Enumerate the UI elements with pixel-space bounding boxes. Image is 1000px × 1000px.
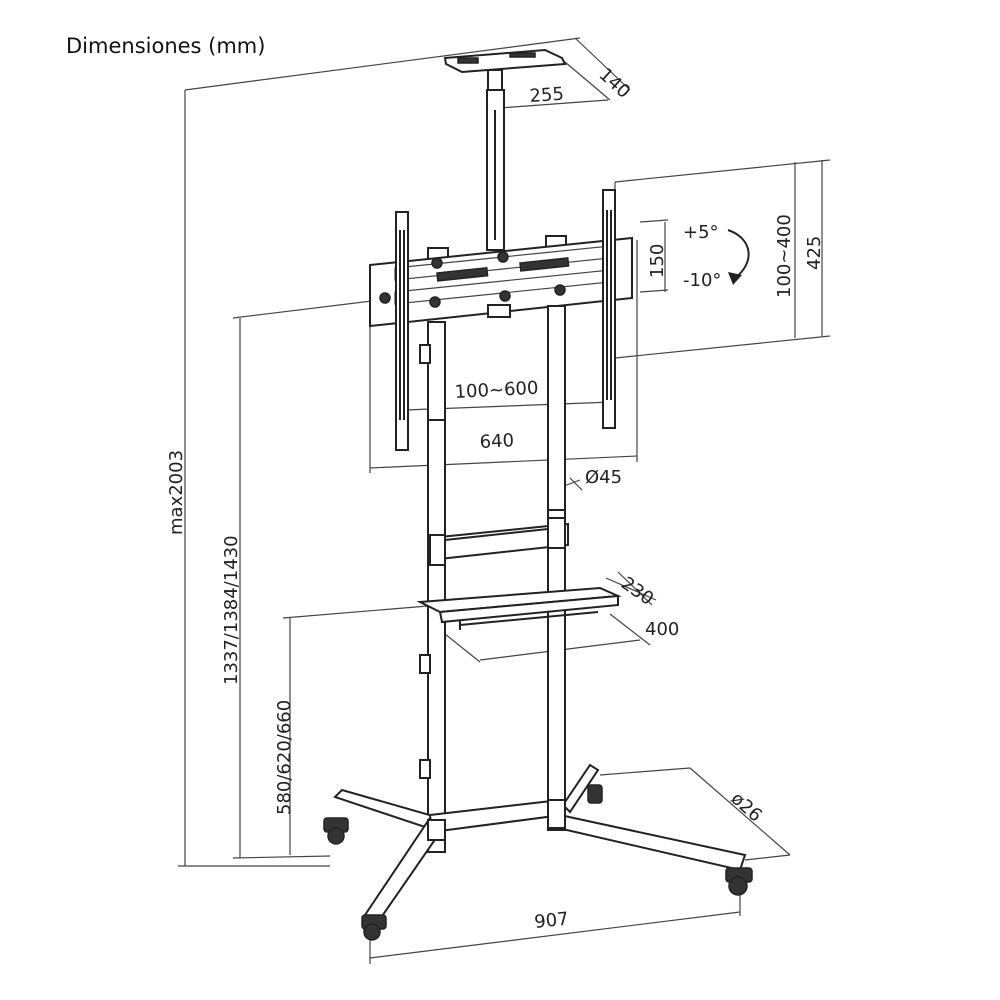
stand-base (333, 763, 747, 924)
dim-pole-diameter: Ø45 (585, 467, 622, 488)
tv-mount-bracket (369, 236, 633, 328)
camera-tray (443, 48, 567, 93)
dim-base-width: 907 (533, 908, 569, 932)
diagram-title: Dimensiones (mm) (66, 34, 265, 58)
dim-top-tray-depth: 140 (595, 64, 635, 103)
upper-column (427, 89, 567, 261)
caster-wheels (323, 784, 753, 941)
av-shelf (416, 586, 622, 630)
tilt-arrowhead-icon (728, 272, 742, 285)
cross-brace (429, 517, 569, 566)
dim-top-tray-width: 255 (529, 84, 565, 107)
dim-mount-width: 640 (479, 430, 514, 453)
dim-vesa-vertical: 100~400 (774, 214, 795, 298)
dim-vesa-horizontal: 100~600 (454, 378, 539, 403)
dim-shelf-width: 400 (645, 619, 679, 640)
left-vesa-arm (395, 211, 409, 451)
dim-mount-bracket-height: 425 (804, 236, 825, 270)
dim-bracket-height: 150 (647, 244, 668, 278)
dim-tilt-up: +5° (683, 222, 719, 243)
dimension-labels: 140 255 max2003 1337/1384/1430 580/620/6… (166, 64, 825, 933)
caster-rear-left (323, 817, 349, 845)
caster-front-left (361, 914, 387, 941)
tilt-arrow-icon (727, 229, 750, 279)
dim-shelf-height: 580/620/660 (274, 700, 295, 815)
caster-front-right (725, 867, 753, 896)
lower-columns (419, 305, 566, 853)
right-vesa-arm (602, 189, 616, 429)
dim-total-height: max2003 (166, 450, 187, 535)
dim-tilt-down: -10° (683, 270, 721, 291)
dim-tube-diameter: ø26 (727, 788, 766, 826)
caster-rear-right (587, 784, 603, 804)
dim-mount-height: 1337/1384/1430 (221, 535, 242, 685)
